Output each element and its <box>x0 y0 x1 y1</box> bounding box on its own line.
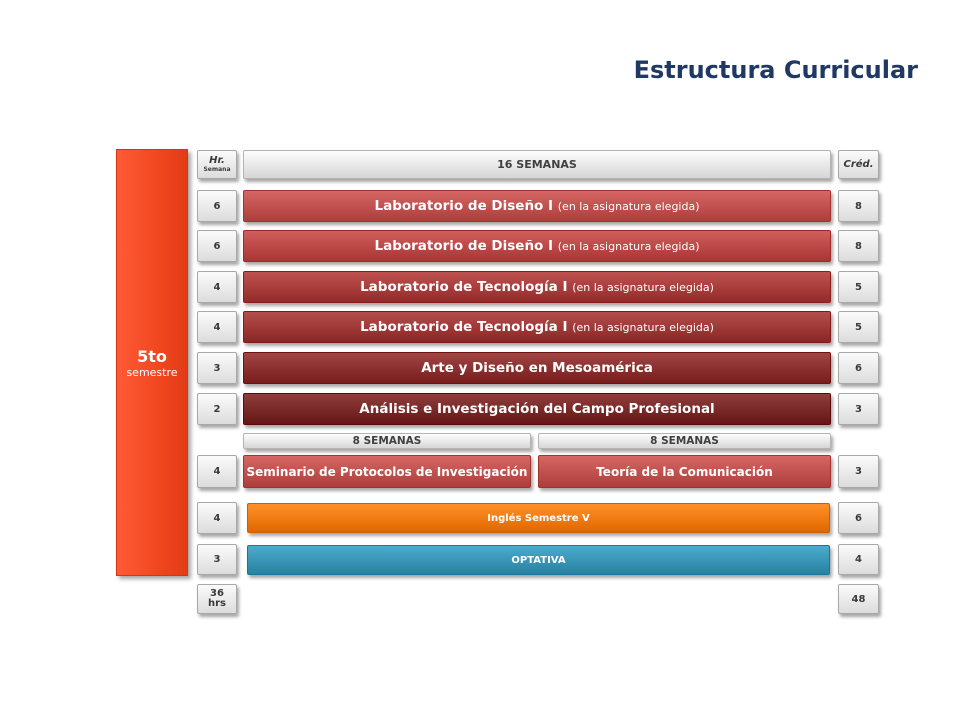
weeks-header-right: 8 SEMANAS <box>538 433 831 449</box>
course-bar: Laboratorio de Diseño I (en la asignatur… <box>243 230 831 262</box>
row-hours-value: 6 <box>213 200 221 212</box>
english-hours: 4 <box>197 502 237 534</box>
course-optativa-name: OPTATIVA <box>511 554 566 566</box>
course-name: Laboratorio de Tecnología I <box>360 319 568 335</box>
english-hours-value: 4 <box>213 512 221 524</box>
optativa-hours: 3 <box>197 544 237 575</box>
weeks-header-left: 8 SEMANAS <box>243 433 531 449</box>
total-credits: 48 <box>838 584 879 614</box>
row-credits-value: 8 <box>855 200 862 212</box>
course-note: (en la asignatura elegida) <box>557 200 700 213</box>
row-credits: 8 <box>838 190 879 222</box>
row-credits: 8 <box>838 230 879 262</box>
course-name: Laboratorio de Diseño I <box>374 198 554 214</box>
split-hours-value: 4 <box>213 466 221 477</box>
weeks-header-label: 16 SEMANAS <box>497 158 577 171</box>
row-credits-value: 3 <box>855 403 862 415</box>
course-optativa: OPTATIVA <box>247 545 830 575</box>
hours-header-sub: Semana <box>203 165 231 173</box>
row-credits: 5 <box>838 311 879 343</box>
course-english: Inglés Semestre V <box>247 503 830 533</box>
course-seminario: Seminario de Protocolos de Investigación <box>243 455 531 488</box>
semester-block: 5to semestre <box>116 149 188 576</box>
row-credits-value: 5 <box>855 281 862 293</box>
row-credits-value: 5 <box>855 321 862 333</box>
english-credits-value: 6 <box>855 512 862 524</box>
optativa-credits: 4 <box>838 544 879 575</box>
course-bar: Laboratorio de Tecnología I (en la asign… <box>243 311 831 343</box>
row-hours: 3 <box>197 352 237 384</box>
row-hours-value: 3 <box>213 362 221 374</box>
course-english-name: Inglés Semestre V <box>487 512 590 524</box>
course-name: Análisis e Investigación del Campo Profe… <box>359 401 715 417</box>
total-hours-unit: hrs <box>207 598 226 609</box>
row-credits: 5 <box>838 271 879 303</box>
course-bar: Arte y Diseño en Mesoamérica <box>243 352 831 384</box>
semester-label: semestre <box>126 365 178 379</box>
row-hours-value: 2 <box>213 403 221 415</box>
weeks-header-left-label: 8 SEMANAS <box>352 435 422 447</box>
page-title: Estructura Curricular <box>633 56 918 84</box>
row-hours: 6 <box>197 230 237 262</box>
row-hours-value: 4 <box>213 281 221 293</box>
course-seminario-name: Seminario de Protocolos de Investigación <box>246 464 528 479</box>
row-hours: 2 <box>197 393 237 425</box>
course-bar: Análisis e Investigación del Campo Profe… <box>243 393 831 425</box>
course-name: Laboratorio de Tecnología I <box>360 279 568 295</box>
course-name: Laboratorio de Diseño I <box>374 238 554 254</box>
weeks-header-right-label: 8 SEMANAS <box>650 435 719 447</box>
hours-header: Hr. Semana <box>197 150 237 179</box>
row-hours-value: 4 <box>213 321 221 333</box>
total-credits-value: 48 <box>851 593 866 605</box>
optativa-hours-value: 3 <box>213 554 221 565</box>
row-hours: 4 <box>197 271 237 303</box>
course-bar: Laboratorio de Diseño I (en la asignatur… <box>243 190 831 222</box>
split-credits: 3 <box>838 455 879 488</box>
course-note: (en la asignatura elegida) <box>572 281 714 294</box>
course-note: (en la asignatura elegida) <box>572 321 714 334</box>
weeks-header: 16 SEMANAS <box>243 150 831 179</box>
course-name: Arte y Diseño en Mesoamérica <box>421 360 653 376</box>
row-credits: 6 <box>838 352 879 384</box>
credits-header-label: Créd. <box>843 159 874 170</box>
course-bar: Laboratorio de Tecnología I (en la asign… <box>243 271 831 303</box>
semester-number: 5to <box>137 346 167 366</box>
credits-header: Créd. <box>838 150 879 179</box>
row-credits: 3 <box>838 393 879 425</box>
row-hours: 6 <box>197 190 237 222</box>
total-hours: 36 hrs <box>197 584 237 614</box>
row-credits-value: 6 <box>855 362 862 374</box>
row-credits-value: 8 <box>855 240 862 252</box>
split-hours: 4 <box>197 455 237 488</box>
split-credits-value: 3 <box>855 466 862 477</box>
optativa-credits-value: 4 <box>855 554 862 565</box>
row-hours: 4 <box>197 311 237 343</box>
course-teoria: Teoría de la Comunicación <box>538 455 831 488</box>
course-teoria-name: Teoría de la Comunicación <box>596 464 773 479</box>
hours-header-label: Hr. <box>209 155 225 167</box>
english-credits: 6 <box>838 502 879 534</box>
course-note: (en la asignatura elegida) <box>557 240 700 253</box>
row-hours-value: 6 <box>213 240 221 252</box>
total-hours-value: 36 <box>210 587 224 599</box>
